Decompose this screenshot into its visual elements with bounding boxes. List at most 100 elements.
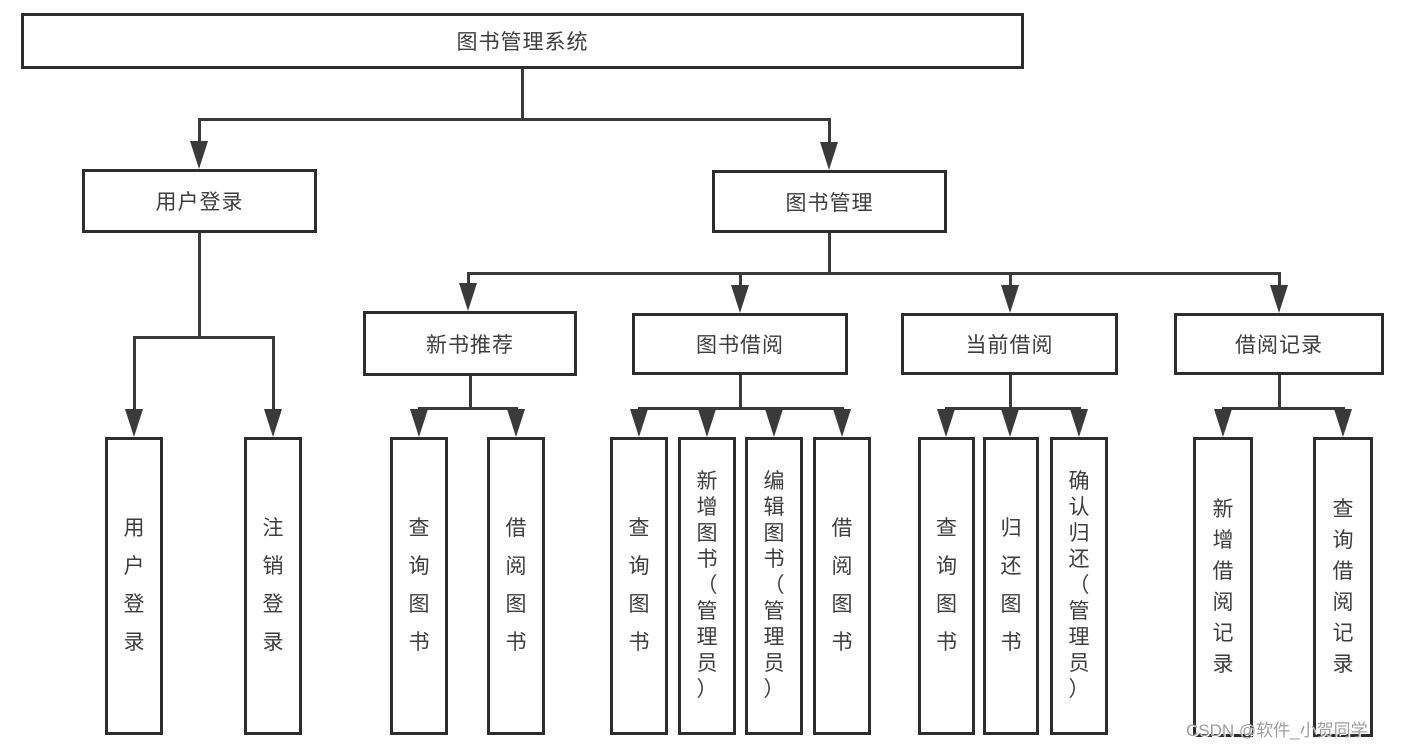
node-label: 查询图书 (936, 440, 957, 732)
node-label: 图书借阅 (696, 334, 784, 357)
arrow-down-icon (1334, 409, 1352, 437)
vertical-char: 记 (1212, 621, 1234, 645)
node-label: 用户登录 (155, 191, 244, 214)
vertical-char: 询 (628, 555, 650, 578)
vertical-char: 销 (262, 555, 284, 578)
connector-line (739, 272, 742, 287)
node-return-book: 归还图书 (983, 437, 1039, 735)
vertical-char: （ (1068, 574, 1090, 597)
vertical-char: 理 (696, 626, 718, 649)
vertical-char: 书 (831, 631, 853, 654)
vertical-char: ） (696, 678, 718, 701)
vertical-char: 书 (628, 631, 650, 654)
node-query-borrow-record: 查询借阅记录 (1313, 437, 1373, 737)
node-label: 借阅图书 (506, 440, 527, 732)
csdn-watermark: CSDN @软件_小贺同学 (1186, 721, 1368, 740)
vertical-char: 图 (763, 522, 785, 545)
node-label: 借阅图书 (832, 440, 853, 732)
vertical-char: 录 (1212, 652, 1234, 676)
vertical-char: 员 (1068, 652, 1090, 675)
node-logout-item: 注销登录 (244, 437, 302, 735)
vertical-char: 图 (1000, 593, 1022, 616)
node-user-login: 用户登录 (82, 169, 317, 233)
node-borrow-books-recommend: 借阅图书 (487, 437, 545, 735)
vertical-char: 管 (763, 600, 785, 623)
connector-line (272, 336, 275, 411)
arrow-down-icon (410, 409, 428, 437)
vertical-char: 登 (262, 593, 284, 616)
arrow-down-icon (698, 409, 716, 437)
vertical-char: 图 (936, 593, 957, 616)
node-borrow-books-item: 借阅图书 (813, 437, 871, 735)
vertical-char: 书 (696, 548, 718, 571)
vertical-char: 归 (1000, 517, 1022, 540)
connector-line (198, 233, 201, 336)
vertical-char: 还 (1000, 555, 1022, 578)
vertical-char: ） (1068, 678, 1090, 701)
vertical-char: 理 (1068, 626, 1090, 649)
vertical-char: 图 (505, 593, 527, 616)
vertical-char: 注 (262, 517, 284, 540)
vertical-char: 书 (408, 631, 430, 654)
arrow-down-icon (1001, 285, 1019, 313)
vertical-char: 借 (1332, 559, 1354, 583)
vertical-char: 登 (123, 593, 145, 616)
connector-line (133, 336, 275, 339)
vertical-char: 记 (1332, 621, 1354, 645)
connector-line (198, 118, 831, 121)
vertical-char: 书 (1000, 631, 1022, 654)
node-library-management-system: 图书管理系统 (21, 13, 1024, 69)
vertical-char: 阅 (1332, 590, 1354, 614)
connector-line (1009, 375, 1012, 407)
vertical-char: 借 (1212, 559, 1234, 583)
node-label: 注销登录 (263, 440, 284, 732)
node-new-book-recommendation: 新书推荐 (363, 311, 577, 376)
arrow-down-icon (507, 409, 525, 437)
node-book-management: 图书管理 (712, 170, 947, 233)
vertical-char: 图 (408, 593, 430, 616)
arrow-down-icon (1214, 409, 1232, 437)
node-query-books-current: 查询图书 (918, 437, 975, 735)
connector-line (1222, 407, 1345, 410)
vertical-char: 图 (628, 593, 650, 616)
connector-line (828, 118, 831, 144)
vertical-char: 录 (262, 631, 284, 654)
connector-line (638, 407, 844, 410)
arrow-down-icon (264, 409, 282, 437)
node-query-books-borrowing: 查询图书 (610, 437, 668, 735)
connector-line (1278, 375, 1281, 407)
vertical-char: 新 (1212, 497, 1234, 521)
connector-line (521, 69, 524, 118)
vertical-char: 员 (763, 652, 785, 675)
vertical-char: 用 (123, 517, 145, 540)
vertical-char: 图 (831, 593, 853, 616)
node-label: 编辑图书（管理员） (764, 440, 785, 732)
vertical-char: 查 (628, 517, 650, 540)
vertical-char: 编 (763, 470, 785, 493)
vertical-char: （ (696, 574, 718, 597)
node-add-book-admin: 新增图书（管理员） (678, 437, 736, 735)
node-label: 用户登录 (124, 440, 145, 732)
node-label: 借阅记录 (1235, 334, 1323, 357)
vertical-char: 书 (505, 631, 527, 654)
arrow-down-icon (125, 409, 143, 437)
node-user-login-item: 用户登录 (105, 437, 163, 735)
vertical-char: 录 (1332, 652, 1354, 676)
vertical-char: 理 (763, 626, 785, 649)
node-label: 归还图书 (1001, 440, 1022, 732)
vertical-char: 询 (1332, 528, 1354, 552)
connector-line (1009, 272, 1012, 287)
node-query-books-recommend: 查询图书 (390, 437, 448, 735)
connector-line (467, 272, 470, 285)
arrow-down-icon (1070, 409, 1088, 437)
connector-line (198, 118, 201, 143)
connector-line (1278, 272, 1281, 287)
arrow-down-icon (731, 285, 749, 313)
node-label: 当前借阅 (965, 334, 1054, 357)
vertical-char: 员 (696, 652, 718, 675)
vertical-char: 辑 (763, 496, 785, 519)
node-borrowing-records: 借阅记录 (1174, 313, 1384, 375)
vertical-char: 借 (831, 517, 853, 540)
vertical-char: 查 (936, 517, 957, 540)
